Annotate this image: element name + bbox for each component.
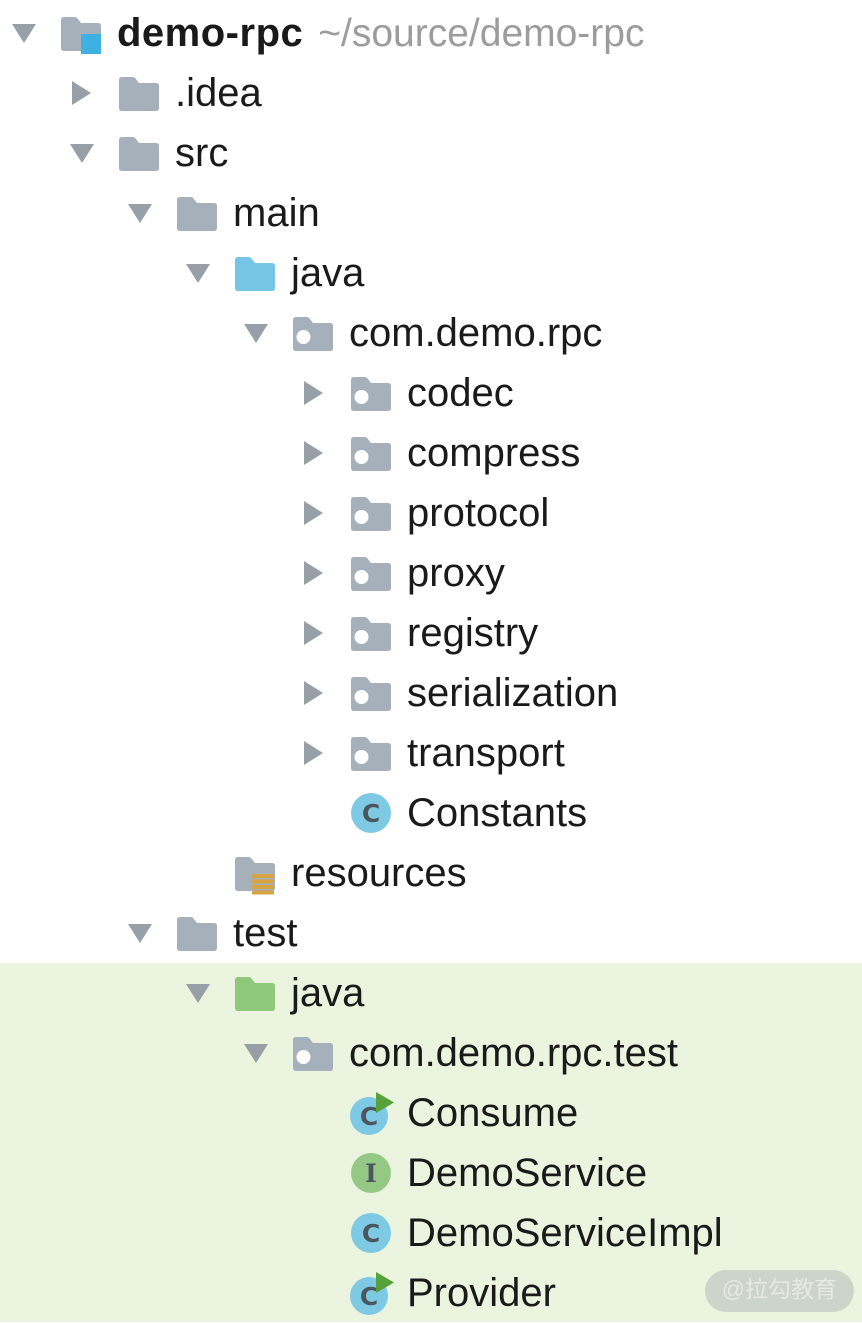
expand-arrow[interactable] — [300, 381, 348, 405]
tree-row[interactable]: C Constants — [0, 783, 862, 843]
tree-row[interactable]: test — [0, 903, 862, 963]
tree-row[interactable]: transport — [0, 723, 862, 783]
tree-row[interactable]: I DemoService — [0, 1143, 862, 1203]
row-label: src — [175, 131, 229, 175]
package-folder-icon — [348, 670, 394, 716]
expand-arrow[interactable] — [184, 983, 232, 1003]
test-sources-highlight — [0, 963, 862, 1322]
row-label: com.demo.rpc — [349, 311, 603, 355]
folder-icon — [174, 910, 220, 956]
package-folder-icon — [290, 1030, 336, 1076]
row-label: Constants — [407, 791, 588, 835]
class-icon: C — [348, 1210, 394, 1256]
expand-arrow[interactable] — [300, 681, 348, 705]
package-folder-icon — [348, 610, 394, 656]
row-label: DemoServiceImpl — [407, 1211, 723, 1255]
tree-row[interactable]: java — [0, 243, 862, 303]
row-label: Provider — [407, 1271, 556, 1315]
svg-text:I: I — [365, 1159, 377, 1188]
folder-icon — [174, 190, 220, 236]
expand-arrow[interactable] — [184, 263, 232, 283]
expand-arrow[interactable] — [68, 81, 116, 105]
tree-row[interactable]: com.demo.rpc — [0, 303, 862, 363]
folder-icon — [116, 130, 162, 176]
row-label: .idea — [175, 71, 262, 115]
resources-folder-icon — [232, 850, 278, 896]
tree-row[interactable]: C Provider — [0, 1263, 862, 1323]
source-folder-icon — [232, 250, 278, 296]
expand-arrow[interactable] — [300, 561, 348, 585]
package-folder-icon — [348, 490, 394, 536]
row-label: compress — [407, 431, 581, 475]
row-label: java — [291, 251, 365, 295]
expand-arrow[interactable] — [126, 923, 174, 943]
svg-text:C: C — [362, 1219, 380, 1248]
tree-row[interactable]: main — [0, 183, 862, 243]
tree-row[interactable]: C Consume — [0, 1083, 862, 1143]
tree-row[interactable]: com.demo.rpc.test — [0, 1023, 862, 1083]
watermark-text: @拉勾教育 — [721, 1276, 837, 1303]
expand-arrow[interactable] — [300, 621, 348, 645]
runnable-class-icon: C — [348, 1090, 394, 1136]
row-label: DemoService — [407, 1151, 648, 1195]
package-folder-icon — [290, 310, 336, 356]
row-label: com.demo.rpc.test — [349, 1031, 679, 1075]
tree-row[interactable]: compress — [0, 423, 862, 483]
row-label: demo-rpc — [117, 11, 304, 55]
package-folder-icon — [348, 430, 394, 476]
tree-row[interactable]: registry — [0, 603, 862, 663]
interface-icon: I — [348, 1150, 394, 1196]
tree-row[interactable]: serialization — [0, 663, 862, 723]
expand-arrow[interactable] — [242, 323, 290, 343]
row-label: Consume — [407, 1091, 579, 1135]
row-label: resources — [291, 851, 467, 895]
row-label: transport — [407, 731, 565, 775]
package-folder-icon — [348, 550, 394, 596]
expand-arrow[interactable] — [68, 143, 116, 163]
svg-text:C: C — [362, 799, 380, 828]
class-icon: C — [348, 790, 394, 836]
package-folder-icon — [348, 730, 394, 776]
row-label: serialization — [407, 671, 619, 715]
folder-icon — [116, 70, 162, 116]
row-label: test — [233, 911, 298, 955]
svg-text:C: C — [360, 1102, 378, 1131]
package-folder-icon — [348, 370, 394, 416]
svg-text:C: C — [360, 1282, 378, 1311]
expand-arrow[interactable] — [300, 501, 348, 525]
tree-row[interactable]: proxy — [0, 543, 862, 603]
expand-arrow[interactable] — [242, 1043, 290, 1063]
tree-row[interactable]: .idea — [0, 63, 862, 123]
test-source-folder-icon — [232, 970, 278, 1016]
row-label: registry — [407, 611, 539, 655]
row-label: codec — [407, 371, 514, 415]
row-label: protocol — [407, 491, 550, 535]
project-folder-icon — [58, 10, 104, 56]
row-label: main — [233, 191, 320, 235]
row-label: proxy — [407, 551, 505, 595]
row-label: java — [291, 971, 365, 1015]
tree-row[interactable]: resources — [0, 843, 862, 903]
row-path: ~/source/demo-rpc — [318, 11, 645, 55]
tree-row[interactable]: java — [0, 963, 862, 1023]
tree-row[interactable]: src — [0, 123, 862, 183]
expand-arrow[interactable] — [10, 23, 58, 43]
expand-arrow[interactable] — [300, 741, 348, 765]
tree-row[interactable]: codec — [0, 363, 862, 423]
tree-row[interactable]: C DemoServiceImpl — [0, 1203, 862, 1263]
watermark-badge: @拉勾教育 — [704, 1270, 854, 1312]
expand-arrow[interactable] — [300, 441, 348, 465]
tree-row[interactable]: protocol — [0, 483, 862, 543]
runnable-class-icon: C — [348, 1270, 394, 1316]
tree-row[interactable]: demo-rpc ~/source/demo-rpc — [0, 3, 862, 63]
expand-arrow[interactable] — [126, 203, 174, 223]
